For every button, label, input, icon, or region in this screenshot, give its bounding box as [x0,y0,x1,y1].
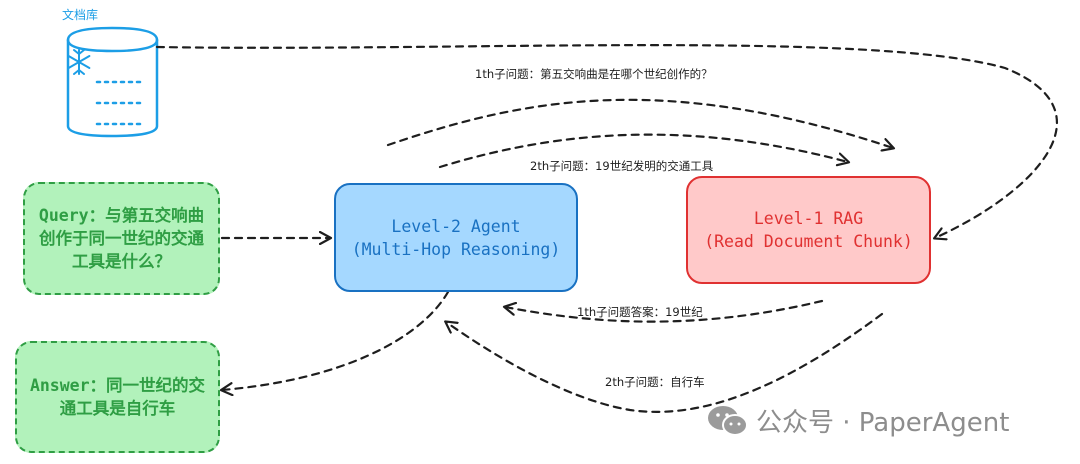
rag-node: Level-1 RAG (Read Document Chunk) [686,176,931,284]
query-line-2: 创作于同一世纪的交通 [38,229,204,248]
rag-line-1: Level-1 RAG [753,209,864,228]
answer-node: Answer：同一世纪的交 通工具是自行车 [15,341,220,453]
watermark-text: 公众号 · PaperAgent [756,408,1010,438]
query-line-1: Query：与第五交响曲 [38,206,205,225]
answer-line-1: Answer：同一世纪的交 [29,376,206,395]
query-line-3: 工具是什么？ [71,252,171,271]
edge-label-a2: 2th子问题：自行车 [605,375,705,389]
agent-line-2: (Multi-Hop Reasoning) [351,239,561,259]
snowflake-icon [67,49,91,75]
arrow-agent-to-rag-q1 [386,98,893,148]
arrow-rag-to-agent-a1 [505,299,824,323]
database-icon [66,26,159,138]
database-title: 文档库 [62,8,99,22]
edge-label-a1: 1th子问题答案：19世纪 [577,305,703,319]
agent-node: Level-2 Agent (Multi-Hop Reasoning) [334,183,578,292]
arrow-rag-to-agent-a2 [446,312,884,413]
answer-line-2: 通工具是自行车 [59,399,176,418]
wechat-icon [708,405,748,436]
arrow-db-to-rag [155,44,1058,238]
agent-line-1: Level-2 Agent [391,216,521,236]
rag-line-2: (Read Document Chunk) [704,232,913,251]
query-node: Query：与第五交响曲 创作于同一世纪的交通 工具是什么？ [23,182,220,295]
arrow-agent-to-answer [222,290,450,390]
edge-label-q1: 1th子问题：第五交响曲是在哪个世纪创作的？ [475,67,713,81]
watermark: 公众号 · PaperAgent [706,402,1009,439]
arrow-agent-to-rag-q2 [438,133,848,169]
edge-label-q2: 2th子问题：19世纪发明的交通工具 [530,159,714,173]
